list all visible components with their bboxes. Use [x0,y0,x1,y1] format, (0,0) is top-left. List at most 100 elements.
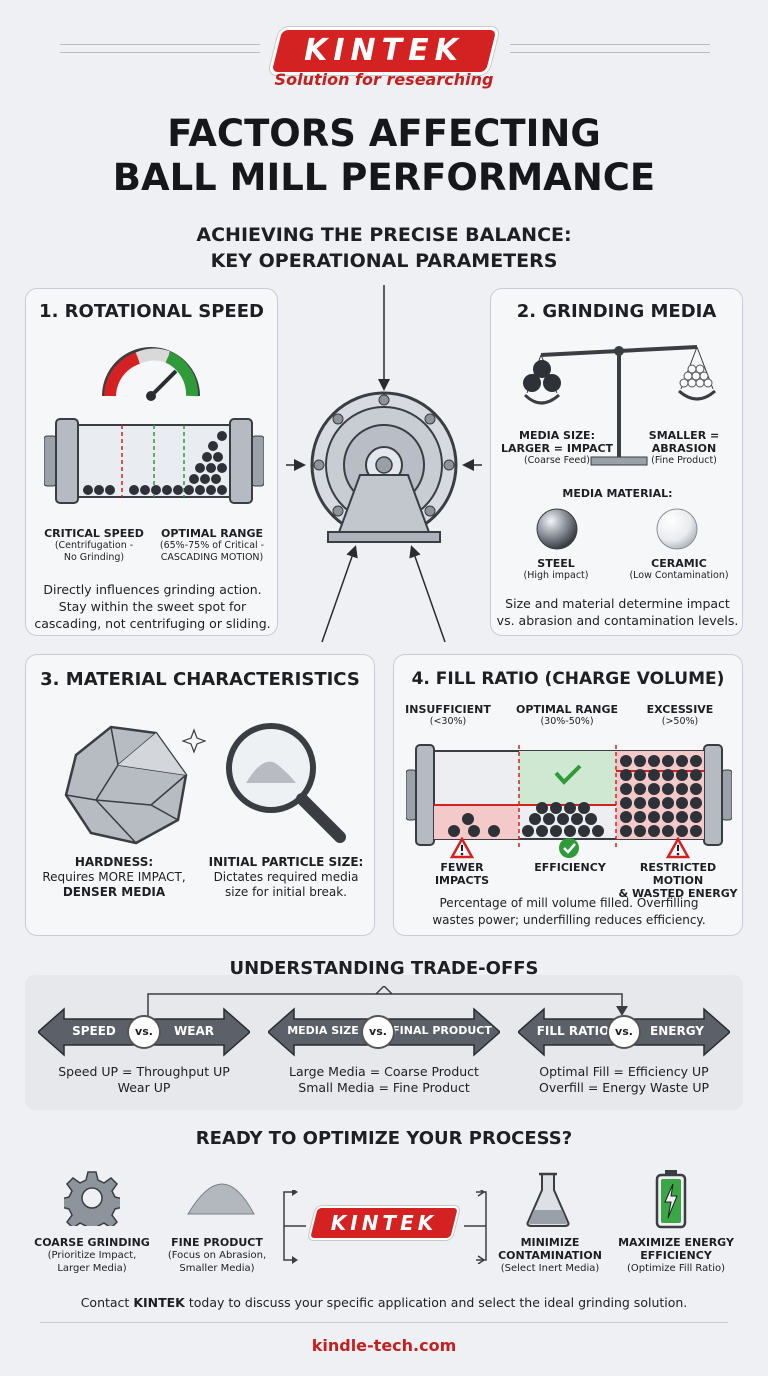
header-logo: KINTEK Solution for researching [0,22,768,92]
cta-heading: COARSE GRINDING [34,1236,150,1249]
subtitle-line-1: ACHIEVING THE PRECISE BALANCE: [196,224,572,246]
battery-icon [655,1170,687,1229]
cta-fine-product: FINE PRODUCT (Focus on Abrasion, Smaller… [158,1236,276,1275]
cta-minimize-contamination: MINIMIZE CONTAMINATION (Select Inert Med… [494,1236,606,1275]
subtitle-line-2: KEY OPERATIONAL PARAMETERS [210,250,558,272]
critical-speed-heading: CRITICAL SPEED [44,527,144,540]
size-left-line-2: LARGER = IMPACT [500,442,614,455]
speedometer-icon [102,347,200,401]
particle-line-2: Dictates required media [213,870,359,884]
contact-before: Contact [80,1295,134,1310]
mill-cylinder-icon [44,418,264,504]
desc-line-1: Directly influences grinding action. [43,582,262,597]
desc-line-2: vs. abrasion and contamination levels. [496,613,739,628]
tradeoff-speed-desc: Speed UP = Throughput UP Wear UP [38,1064,250,1096]
desc-line-3: cascading, not centrifuging or sliding. [34,616,271,631]
footer-divider [40,1322,728,1323]
cta-sub-1: (Focus on Abrasion, [167,1250,267,1261]
page-title: FACTORS AFFECTING BALL MILL PERFORMANCE [0,112,768,200]
arrow-lower-right [409,545,446,643]
cta-heading: FINE PRODUCT [171,1236,263,1249]
card-material-characteristics: 3. MATERIAL CHARACTERISTICS HARDNESS: Re… [25,654,375,936]
central-mill-diagram [286,285,482,643]
optimal-range-sub-1: (65%-75% of Critical - [159,540,265,551]
steel-ball-icon [536,508,578,550]
contact-brand: KINTEK [133,1295,185,1310]
optimal-range-label: OPTIMAL RANGE (30%-50%) [512,703,622,728]
optimal-sub: (30%-50%) [540,716,594,727]
cta-sub-1: (Select Inert Media) [500,1263,600,1274]
ceramic-sub: (Low Contamination) [629,570,729,581]
cta-sub-1: (Optimize Fill Ratio) [626,1263,726,1274]
media-size-smaller-label: SMALLER = ABRASION (Fine Product) [629,429,739,467]
powder-pile-icon [187,1183,255,1215]
cta-heading-2: EFFICIENCY [640,1249,712,1262]
cta-sub-2: Larger Media) [57,1263,127,1274]
ceramic-heading: CERAMIC [651,557,707,570]
card-rotational-speed: 1. ROTATIONAL SPEED CRITICAL SPEED (Cent… [25,288,278,636]
size-left-sub: (Coarse Feed) [523,455,591,466]
flask-icon [526,1172,570,1227]
media-size-larger-label: MEDIA SIZE: LARGER = IMPACT (Coarse Feed… [497,429,617,467]
card-title: 2. GRINDING MEDIA [516,301,717,322]
cta-maximize-energy: MAXIMIZE ENERGY EFFICIENCY (Optimize Fil… [610,1236,742,1275]
restricted-line-2: & WASTED ENERGY [618,887,738,900]
tagline: Solution for researching [274,70,494,89]
optimal-range-heading: OPTIMAL RANGE [160,527,264,540]
page-subtitle: ACHIEVING THE PRECISE BALANCE: KEY OPERA… [0,222,768,274]
tradeoff-energy-label: ENERGY [650,1024,704,1038]
size-right-sub: (Fine Product) [651,455,717,466]
steel-sub: (High impact) [523,570,589,581]
warning-icon [666,837,690,859]
contact-line: Contact KINTEK today to discuss your spe… [0,1295,768,1310]
tradeoffs-connector [147,986,628,1016]
size-right-line-1: SMALLER = [648,429,720,442]
card-grinding-media: 2. GRINDING MEDIA MEDIA SIZE: LARGER = I… [490,288,743,636]
particle-size-label: INITIAL PARTICLE SIZE: Dictates required… [202,855,370,900]
particle-heading: INITIAL PARTICLE SIZE: [208,855,364,869]
fewer-line-2: IMPACTS [434,874,490,887]
particle-line-3: size for initial break. [225,885,347,899]
tradeoff-wear-label: WEAR [174,1024,214,1038]
card-description: Directly influences grinding action. Sta… [32,581,273,632]
desc-line-2: Wear UP [117,1080,171,1095]
tradeoff-media-desc: Large Media = Coarse Product Small Media… [268,1064,500,1096]
optimal-range-label: OPTIMAL RANGE (65%-75% of Critical - CAS… [150,527,274,564]
magnifier-icon [226,723,346,843]
desc-line-2: Small Media = Fine Product [298,1080,470,1095]
arrow-lower-left [321,545,358,643]
cta-logo-text: KINTEK [330,1211,438,1235]
desc-line-1: Speed UP = Throughput UP [58,1064,230,1079]
card-title: 4. FILL RATIO (CHARGE VOLUME) [411,669,725,689]
insufficient-label: INSUFFICIENT (<30%) [398,703,498,728]
insufficient-heading: INSUFFICIENT [405,703,491,716]
tradeoff-fill-ratio-label: FILL RATIO [536,1024,610,1038]
excessive-sub: (>50%) [661,716,699,727]
insufficient-sub: (<30%) [429,716,467,727]
title-line-1: FACTORS AFFECTING [167,112,601,155]
website-link[interactable]: kindle-tech.com [311,1336,457,1355]
logo-text: KINTEK [304,33,464,68]
desc-line-1: Size and material determine impact [505,596,730,611]
size-right-line-2: ABRASION [651,442,717,455]
card-title: 3. MATERIAL CHARACTERISTICS [40,669,360,690]
critical-speed-sub-1: (Centrifugation - [54,540,134,551]
vs-badge: vs. [607,1015,641,1049]
hardness-label: HARDNESS: Requires MORE IMPACT, DENSER M… [34,855,194,900]
desc-line-2: Overfill = Energy Waste UP [538,1080,710,1095]
size-left-line-1: MEDIA SIZE: [519,429,595,442]
media-material-heading: MEDIA MATERIAL: [562,487,673,500]
tradeoff-fill-desc: Optimal Fill = Efficiency UP Overfill = … [518,1064,730,1096]
cta-brackets [283,1190,487,1264]
card-description: Size and material determine impact vs. a… [495,595,740,629]
contact-after: today to discuss your specific applicati… [184,1295,688,1310]
cta-heading: MAXIMIZE ENERGY [618,1236,734,1249]
tradeoff-final-product-label: FINAL PRODUCT [392,1024,492,1037]
card-description: Percentage of mill volume filled. Overfi… [398,895,740,929]
check-circle-icon [559,838,579,858]
desc-line-2: wastes power; underfilling reduces effic… [432,913,706,927]
steel-heading: STEEL [537,557,575,570]
tradeoff-speed-label: SPEED [72,1024,116,1038]
mill-wheel-icon [310,391,458,543]
fewer-line-1: FEWER [440,861,484,874]
